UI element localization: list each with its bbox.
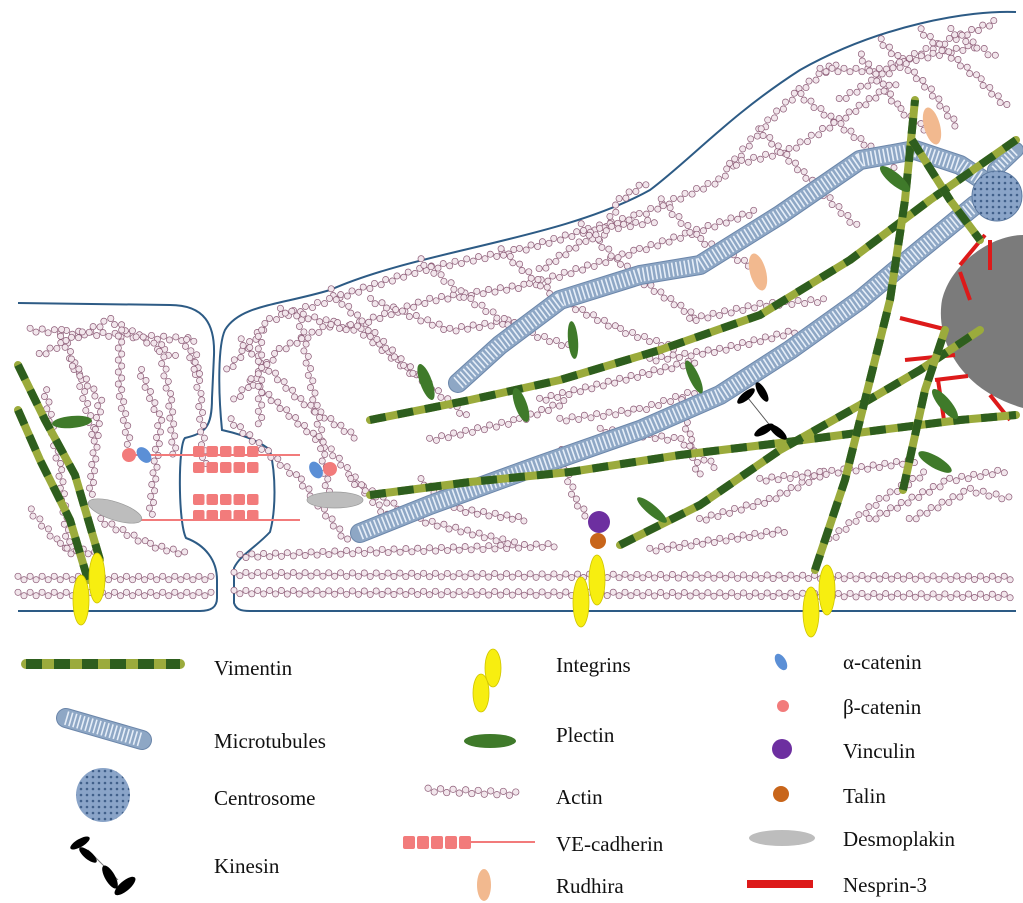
- legend-label-plectin: Plectin: [556, 725, 614, 746]
- legend-label-ve-cadherin: VE-cadherin: [556, 834, 663, 855]
- plectin: [634, 494, 670, 526]
- nucleus: [941, 235, 1023, 408]
- legend-rudhira-symbol: [477, 869, 491, 901]
- plectin: [566, 321, 579, 360]
- actin-filament: [27, 325, 197, 344]
- legend-label-talin: Talin: [843, 786, 886, 807]
- legend-symbols: [26, 649, 815, 901]
- legend-label-alpha-catenin: α-catenin: [843, 652, 922, 673]
- actin-filament: [115, 327, 133, 448]
- legend-kinesin-symbol: [68, 834, 138, 898]
- plectin: [414, 362, 438, 402]
- legend-nesprin-3-symbol: [747, 880, 813, 888]
- beta-catenin: [122, 448, 136, 462]
- actin-filament: [228, 416, 351, 543]
- legend-vinculin-symbol: [772, 739, 792, 759]
- beta-catenin: [323, 462, 337, 476]
- actin-filament: [138, 366, 165, 517]
- legend-label-microtubules: Microtubules: [214, 731, 326, 752]
- actin-filament: [328, 286, 469, 418]
- legend-label-nesprin-3: Nesprin-3: [843, 875, 927, 896]
- legend-ve-cadherin-symbol: [403, 836, 535, 849]
- vinculin: [588, 511, 610, 533]
- legend-label-desmoplakin: Desmoplakin: [843, 829, 955, 850]
- desmoplakin: [307, 492, 363, 508]
- actin-filament: [425, 785, 519, 798]
- actin-filament: [15, 589, 214, 599]
- legend-label-vinculin: Vinculin: [843, 741, 915, 762]
- legend-label-centrosome: Centrosome: [214, 788, 315, 809]
- legend-label-integrins: Integrins: [556, 655, 631, 676]
- actin-filament: [98, 515, 188, 557]
- actin-filament: [231, 569, 1013, 583]
- legend-label-beta-catenin: β-catenin: [843, 697, 921, 718]
- talin: [590, 533, 606, 549]
- legend-centrosome-symbol: [76, 768, 130, 822]
- actin-filament: [231, 587, 1013, 601]
- legend-alpha-catenin-symbol: [772, 652, 790, 673]
- microtubule: [66, 718, 142, 740]
- legend-label-vimentin: Vimentin: [214, 658, 292, 679]
- legend-beta-catenin-symbol: [777, 700, 789, 712]
- legend-microtubule-symbol: [66, 718, 142, 740]
- legend-integrin-symbol: [473, 649, 501, 712]
- plectin: [52, 414, 93, 429]
- actin-filament: [757, 457, 918, 484]
- integrin-pair: [73, 553, 105, 625]
- legend-label-actin: Actin: [556, 787, 603, 808]
- legend-talin-symbol: [773, 786, 789, 802]
- legend-desmoplakin-symbol: [749, 830, 815, 846]
- actin-filament: [156, 342, 179, 458]
- legend-label-rudhira: Rudhira: [556, 876, 624, 897]
- rudhira: [745, 252, 770, 293]
- legend-label-kinesin: Kinesin: [214, 856, 279, 877]
- centrosome: [972, 171, 1022, 221]
- actin-filament: [15, 573, 214, 583]
- legend-plectin-symbol: [464, 734, 516, 748]
- actin-filament: [647, 527, 788, 554]
- legend-actin-symbol: [425, 785, 519, 798]
